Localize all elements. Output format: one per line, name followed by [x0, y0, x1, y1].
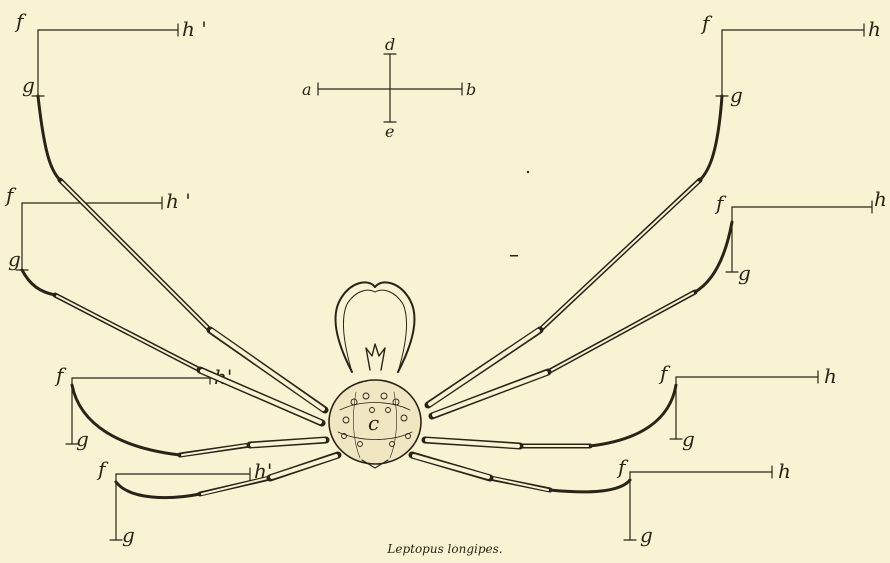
palps	[336, 282, 415, 372]
leg-left-3	[72, 385, 326, 455]
label-g-right-1: g	[730, 83, 743, 107]
label-h-right-3: h	[824, 364, 837, 388]
label-f-right-2: f	[714, 191, 727, 215]
label-h-right-1: h	[868, 17, 881, 41]
label-g-left-3: g	[76, 427, 89, 451]
leg-right-2	[432, 222, 732, 416]
label-f-right-1: f	[700, 11, 713, 35]
label-g-left-2: g	[8, 247, 21, 271]
label-d: d	[385, 35, 395, 54]
label-f-left-3: f	[54, 363, 67, 387]
label-f-left-2: f	[4, 183, 17, 207]
label-g-left-1: g	[22, 73, 35, 97]
label-g-right-3: g	[682, 427, 695, 451]
label-h-right-2: h	[874, 187, 887, 211]
label-f-left-4: f	[96, 457, 109, 481]
label-b: b	[466, 80, 476, 99]
orientation-cross	[318, 54, 462, 122]
stray-marks	[510, 171, 529, 257]
label-h-right-4: h	[778, 459, 791, 483]
label-g-right-2: g	[738, 261, 751, 285]
label-f-right-3: f	[658, 361, 671, 385]
label-c: c	[368, 411, 379, 435]
label-h-left-1: h '	[182, 17, 207, 41]
label-h-left-2: h '	[166, 189, 191, 213]
leg-right-3	[425, 385, 676, 446]
figure-caption: Leptopus longipes.	[0, 542, 890, 556]
label-f-left-1: f	[14, 9, 27, 33]
label-f-right-4: f	[616, 455, 629, 479]
label-e: e	[385, 122, 394, 141]
leg-right-4	[412, 455, 630, 492]
label-a: a	[302, 80, 312, 99]
measure-left-1	[32, 24, 178, 96]
leg-left-4	[116, 455, 338, 498]
